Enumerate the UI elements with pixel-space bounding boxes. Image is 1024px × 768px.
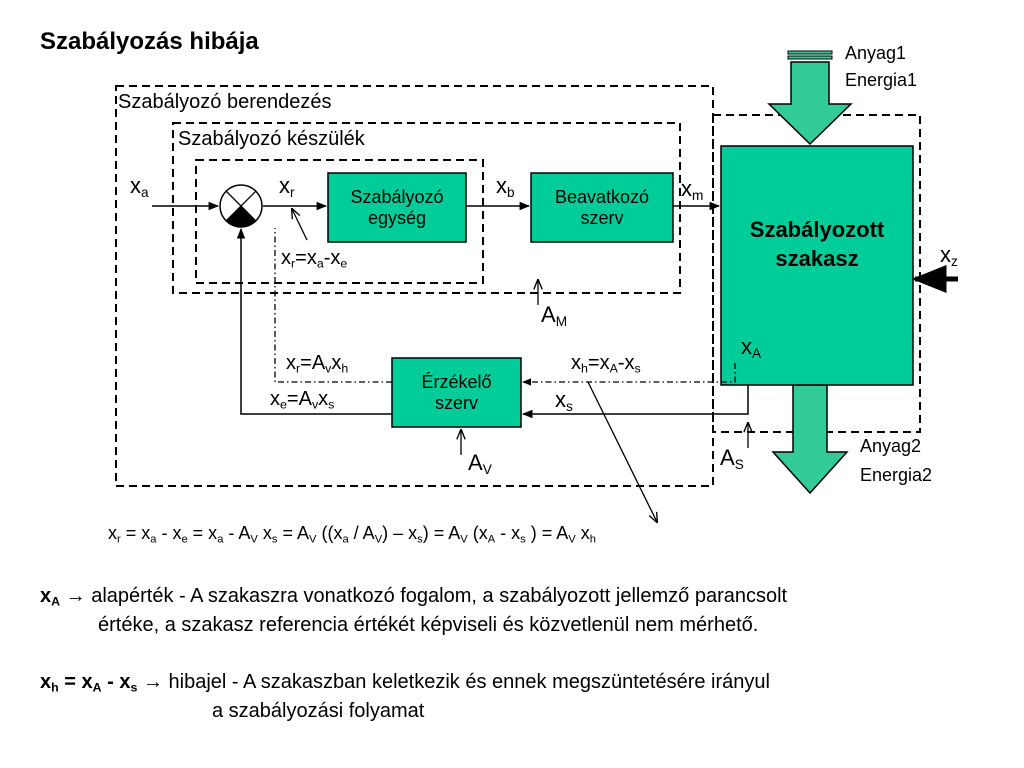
signal-xa: xa (130, 173, 149, 201)
erzekelo-box (391, 357, 522, 428)
flow-output-line1: Anyag2 (860, 436, 922, 456)
signal-xb: xb (496, 173, 515, 201)
equation-xh-def: xh=xA-xs (571, 352, 641, 376)
param-AM: AM (541, 302, 568, 330)
flow-input-line1: Anyag1 (845, 43, 907, 63)
signal-xm: xm (681, 176, 704, 204)
page-title: Szabályozás hibája (40, 28, 259, 55)
region-label-berendezes: Szabályozó berendezés (118, 91, 332, 113)
szakasz-box (720, 145, 914, 386)
param-AS: AS (720, 445, 744, 473)
beavatkozo-box (530, 172, 674, 243)
main-equation: xr = xa - xe = xa - AV xs = AV ((xa / AV… (108, 523, 596, 546)
region-keszulek (172, 122, 681, 294)
signal-xs: xs (555, 387, 573, 415)
signal-xz: xz (940, 242, 958, 270)
definition-xA: xA → alapérték - A szakaszra vonatkozó f… (40, 585, 788, 636)
flow-output-line2: Energia2 (860, 465, 933, 485)
region-label-keszulek: Szabályozó készülék (178, 128, 365, 150)
flow-input-line2: Energia1 (845, 70, 918, 90)
definition-xh: xh = xA - xs → hibajel - A szakaszban ke… (40, 671, 770, 722)
equation-xr-feedback: xr=Avxh (286, 352, 349, 376)
region-inner (195, 159, 484, 284)
signal-xr: xr (279, 173, 295, 201)
output-flow-arrow (771, 384, 849, 495)
summing-junction (219, 184, 263, 228)
egyseg-box (327, 172, 467, 243)
equation-xr-def: xr=xa-xe (281, 247, 348, 271)
param-AV: AV (468, 450, 492, 478)
equation-xe-feedback: xe=Avxs (270, 388, 335, 412)
input-flow-arrow (767, 50, 853, 146)
signal-xA: xA (741, 334, 762, 362)
